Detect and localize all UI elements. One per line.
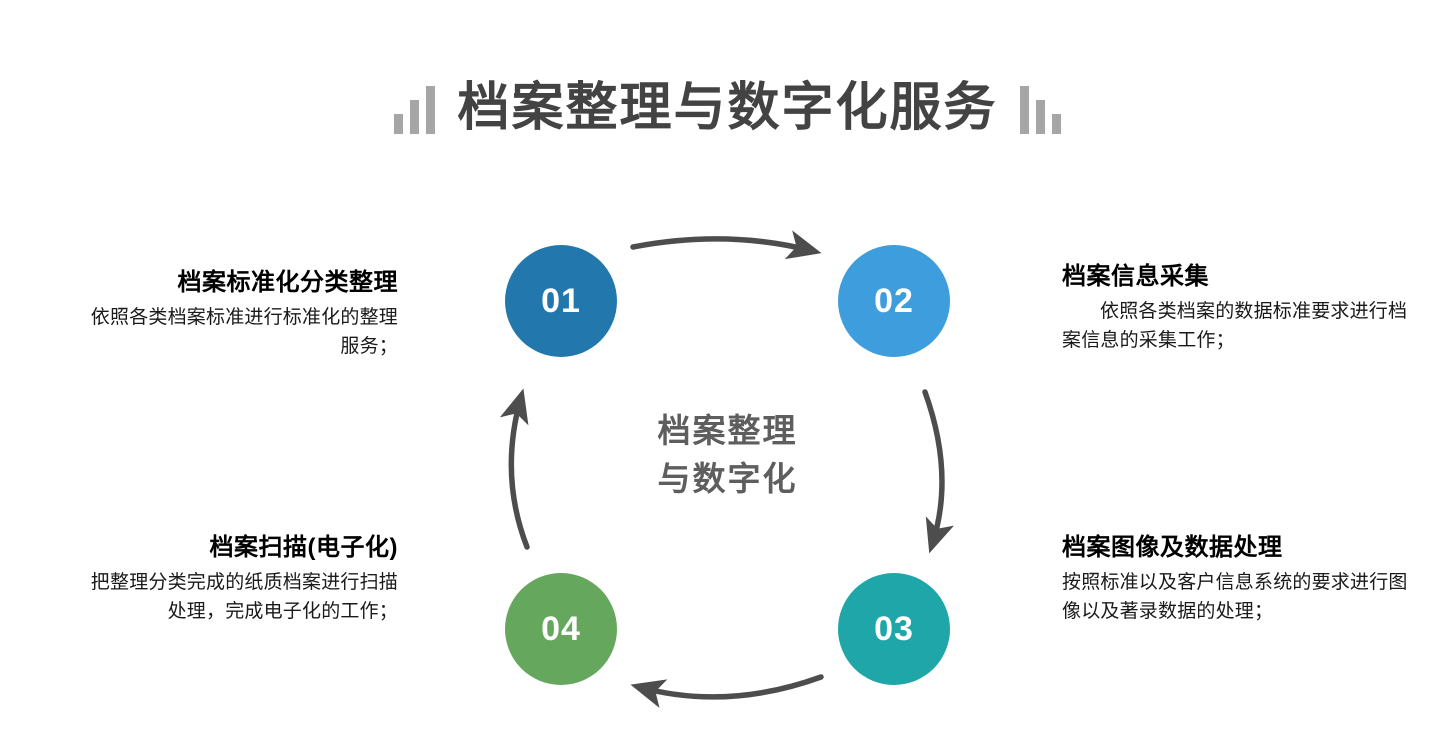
cycle-node-03-number: 03	[874, 609, 914, 648]
step-block-02: 档案信息采集 依照各类档案的数据标准要求进行档案信息的采集工作；	[1062, 262, 1412, 356]
step-01-body: 依照各类档案标准进行标准化的整理服务；	[90, 307, 398, 357]
step-03-body: 按照标准以及客户信息系统的要求进行图像以及著录数据的处理；	[1062, 572, 1408, 622]
step-block-01: 档案标准化分类整理 依照各类档案标准进行标准化的整理服务；	[48, 268, 398, 362]
step-02-title: 档案信息采集	[1062, 263, 1209, 290]
cycle-arrows	[499, 230, 954, 708]
arrow-01-to-02	[630, 230, 822, 260]
step-03-title: 档案图像及数据处理	[1062, 534, 1283, 561]
descending-bars-icon	[1019, 82, 1061, 134]
arrow-02-to-03	[922, 389, 954, 554]
cycle-node-03[interactable]: 03	[838, 573, 950, 685]
step-block-03: 档案图像及数据处理 按照标准以及客户信息系统的要求进行图像以及著录数据的处理；	[1062, 533, 1412, 627]
step-04-body: 把整理分类完成的纸质档案进行扫描处理，完成电子化的工作；	[90, 572, 398, 622]
step-02-body: 依照各类档案的数据标准要求进行档案信息的采集工作；	[1062, 301, 1408, 351]
cycle-node-01-number: 01	[541, 281, 581, 320]
cycle-node-02-number: 02	[874, 281, 914, 320]
step-block-04: 档案扫描(电子化) 把整理分类完成的纸质档案进行扫描处理，完成电子化的工作；	[48, 533, 398, 627]
cycle-node-01[interactable]: 01	[505, 245, 617, 357]
cycle-node-02[interactable]: 02	[838, 245, 950, 357]
cycle-node-04-number: 04	[541, 609, 581, 648]
step-01-title: 档案标准化分类整理	[177, 269, 398, 296]
cycle-node-04[interactable]: 04	[505, 573, 617, 685]
page-title: 档案整理与数字化服务	[457, 79, 998, 137]
page-header: 档案整理与数字化服务	[0, 72, 1455, 144]
arrow-03-to-04	[630, 674, 824, 708]
step-04-title: 档案扫描(电子化)	[209, 534, 398, 561]
cycle-center-label: 档案整理 与数字化	[455, 407, 1000, 503]
cycle-center-line-2: 与数字化	[657, 459, 798, 497]
cycle-center-line-1: 档案整理	[657, 412, 798, 449]
cycle-diagram: 01 02 03 04 档案整理 与数字化	[455, 225, 1000, 715]
ascending-bars-icon	[394, 82, 436, 134]
arrow-04-to-01	[499, 388, 530, 550]
